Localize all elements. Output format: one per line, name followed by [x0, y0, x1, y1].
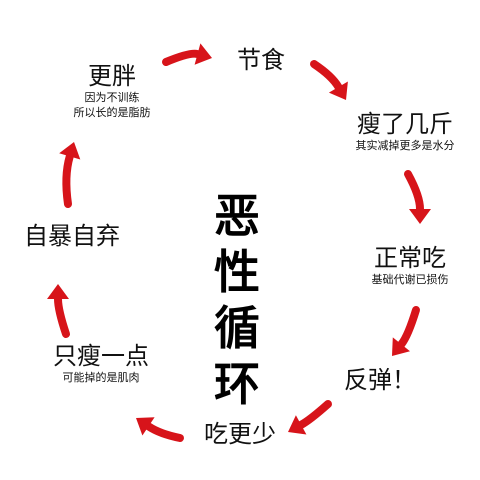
- arrow-zhishou-to-zibao: [47, 284, 70, 338]
- node-zibao: 自暴自弃: [10, 222, 134, 250]
- node-gengpang-note1: 因为不训练: [84, 91, 140, 104]
- node-chigengshao-label: 吃更少: [204, 420, 276, 448]
- arrow-zibao-to-gengpang: [59, 142, 81, 208]
- node-zhishou: 只瘦一点 可能掉的是肌肉: [36, 342, 166, 385]
- node-zhengchang: 正常吃 基础代谢已损伤: [350, 244, 470, 287]
- center-title-line2: 循 环: [214, 301, 266, 411]
- arrow-fantan-to-chigengshao: [288, 400, 332, 435]
- node-fantan-label: 反弹！: [344, 366, 416, 394]
- arrow-jieshi-to-shoule: [310, 60, 348, 100]
- node-jieshi-label: 节食: [237, 46, 285, 74]
- node-zhishou-label: 只瘦一点: [53, 342, 149, 370]
- node-zhengchang-note: 基础代谢已损伤: [371, 273, 449, 286]
- node-zibao-label: 自暴自弃: [24, 222, 120, 250]
- node-shoule-note: 其实减掉更多是水分: [355, 139, 455, 152]
- node-fantan: 反弹！: [330, 366, 430, 394]
- node-zhishou-note: 可能掉的是肌肉: [62, 371, 140, 384]
- node-shoule-label: 瘦了几斤: [357, 110, 453, 138]
- arrow-zhengchang-to-fantan: [392, 306, 420, 356]
- center-title-line1: 恶 性: [214, 189, 266, 299]
- arrow-chigengshao-to-zhishou: [136, 417, 184, 442]
- node-gengpang-label: 更胖: [88, 62, 136, 90]
- node-gengpang: 更胖 因为不训练 所以长的是脂肪: [52, 62, 172, 120]
- arrow-gengpang-to-jieshi: [162, 43, 212, 66]
- arrow-shoule-to-zhengchang: [404, 170, 431, 224]
- node-jieshi: 节食: [226, 46, 296, 74]
- node-chigengshao: 吃更少: [190, 420, 290, 448]
- node-shoule: 瘦了几斤 其实减掉更多是水分: [330, 110, 480, 153]
- node-zhengchang-label: 正常吃: [374, 244, 446, 272]
- center-title: 恶 性 循 环: [178, 188, 302, 412]
- node-gengpang-note2: 所以长的是脂肪: [73, 106, 151, 119]
